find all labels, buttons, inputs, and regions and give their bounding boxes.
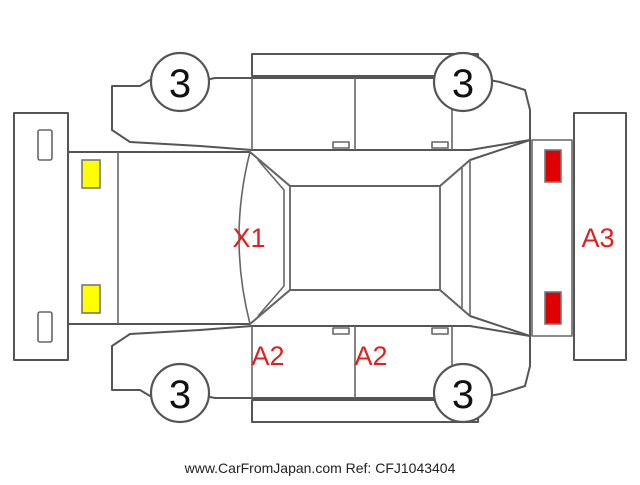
wheel-front-left: 3	[149, 51, 211, 113]
wheel-front-left-number: 3	[169, 62, 191, 106]
car-body	[67, 139, 531, 337]
headlight-left	[81, 159, 101, 189]
rear-bumper	[573, 112, 627, 361]
wheel-front-right: 3	[149, 362, 211, 424]
wheel-front-right-number: 3	[169, 373, 191, 417]
wheel-rear-right: 3	[432, 362, 494, 424]
taillight-left	[544, 149, 562, 183]
damage-mark-rear-bumper: A3	[581, 223, 614, 253]
wheel-rear-left-number: 3	[452, 62, 474, 106]
damage-mark-left-rear-door: A2	[354, 341, 387, 371]
wheel-rear-right-number: 3	[452, 373, 474, 417]
damage-mark-left-front-door: A2	[251, 341, 284, 371]
source-reference: www.CarFromJapan.com Ref: CFJ1043404	[184, 460, 456, 476]
headlight-right	[81, 284, 101, 314]
taillight-right	[544, 291, 562, 325]
wheel-rear-left: 3	[432, 51, 494, 113]
rear-lights-panel	[531, 139, 573, 337]
damage-mark-windshield: X1	[232, 223, 265, 253]
front-bumper	[13, 112, 69, 361]
